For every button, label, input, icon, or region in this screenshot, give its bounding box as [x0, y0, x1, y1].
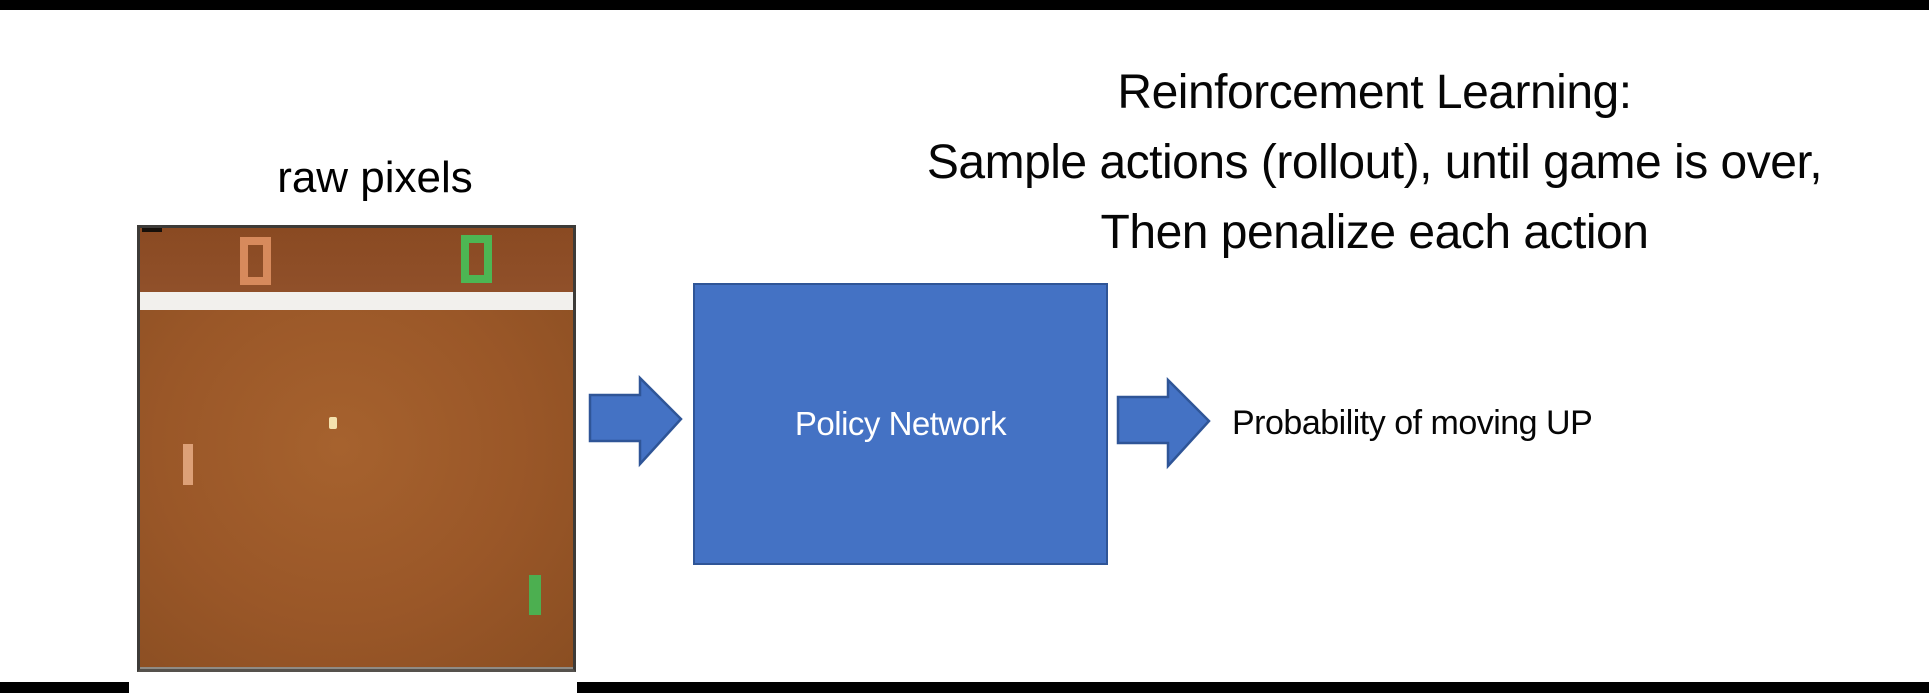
slide-title: Reinforcement Learning: Sample actions (… [820, 58, 1929, 268]
pong-ball [329, 417, 337, 429]
pong-screenshot [137, 225, 576, 672]
input-arrow-icon [588, 374, 683, 468]
policy-network-label: Policy Network [794, 405, 1007, 442]
bottom-letterbox-bar-left [0, 682, 129, 693]
policy-network-box: Policy Network [693, 283, 1108, 565]
pong-topleft-notch [142, 228, 162, 232]
bottom-letterbox-bar-right [577, 682, 1929, 693]
pong-divider-line [140, 292, 573, 310]
output-arrow-icon [1116, 376, 1211, 470]
pong-bottom-edge [140, 667, 573, 669]
pong-right-paddle [529, 575, 541, 615]
left-score-zero [240, 237, 271, 285]
raw-pixels-label: raw pixels [277, 153, 473, 202]
right-score-zero [461, 235, 492, 283]
top-letterbox-bar [0, 0, 1929, 10]
probability-output-label: Probability of moving UP [1232, 404, 1593, 442]
title-line-1: Reinforcement Learning: [1117, 66, 1632, 119]
title-line-2: Sample actions (rollout), until game is … [926, 136, 1823, 189]
pong-scoreboard [140, 228, 573, 292]
pong-playfield [140, 310, 573, 669]
title-line-3: Then penalize each action [1100, 206, 1649, 259]
pong-left-paddle [183, 444, 193, 485]
